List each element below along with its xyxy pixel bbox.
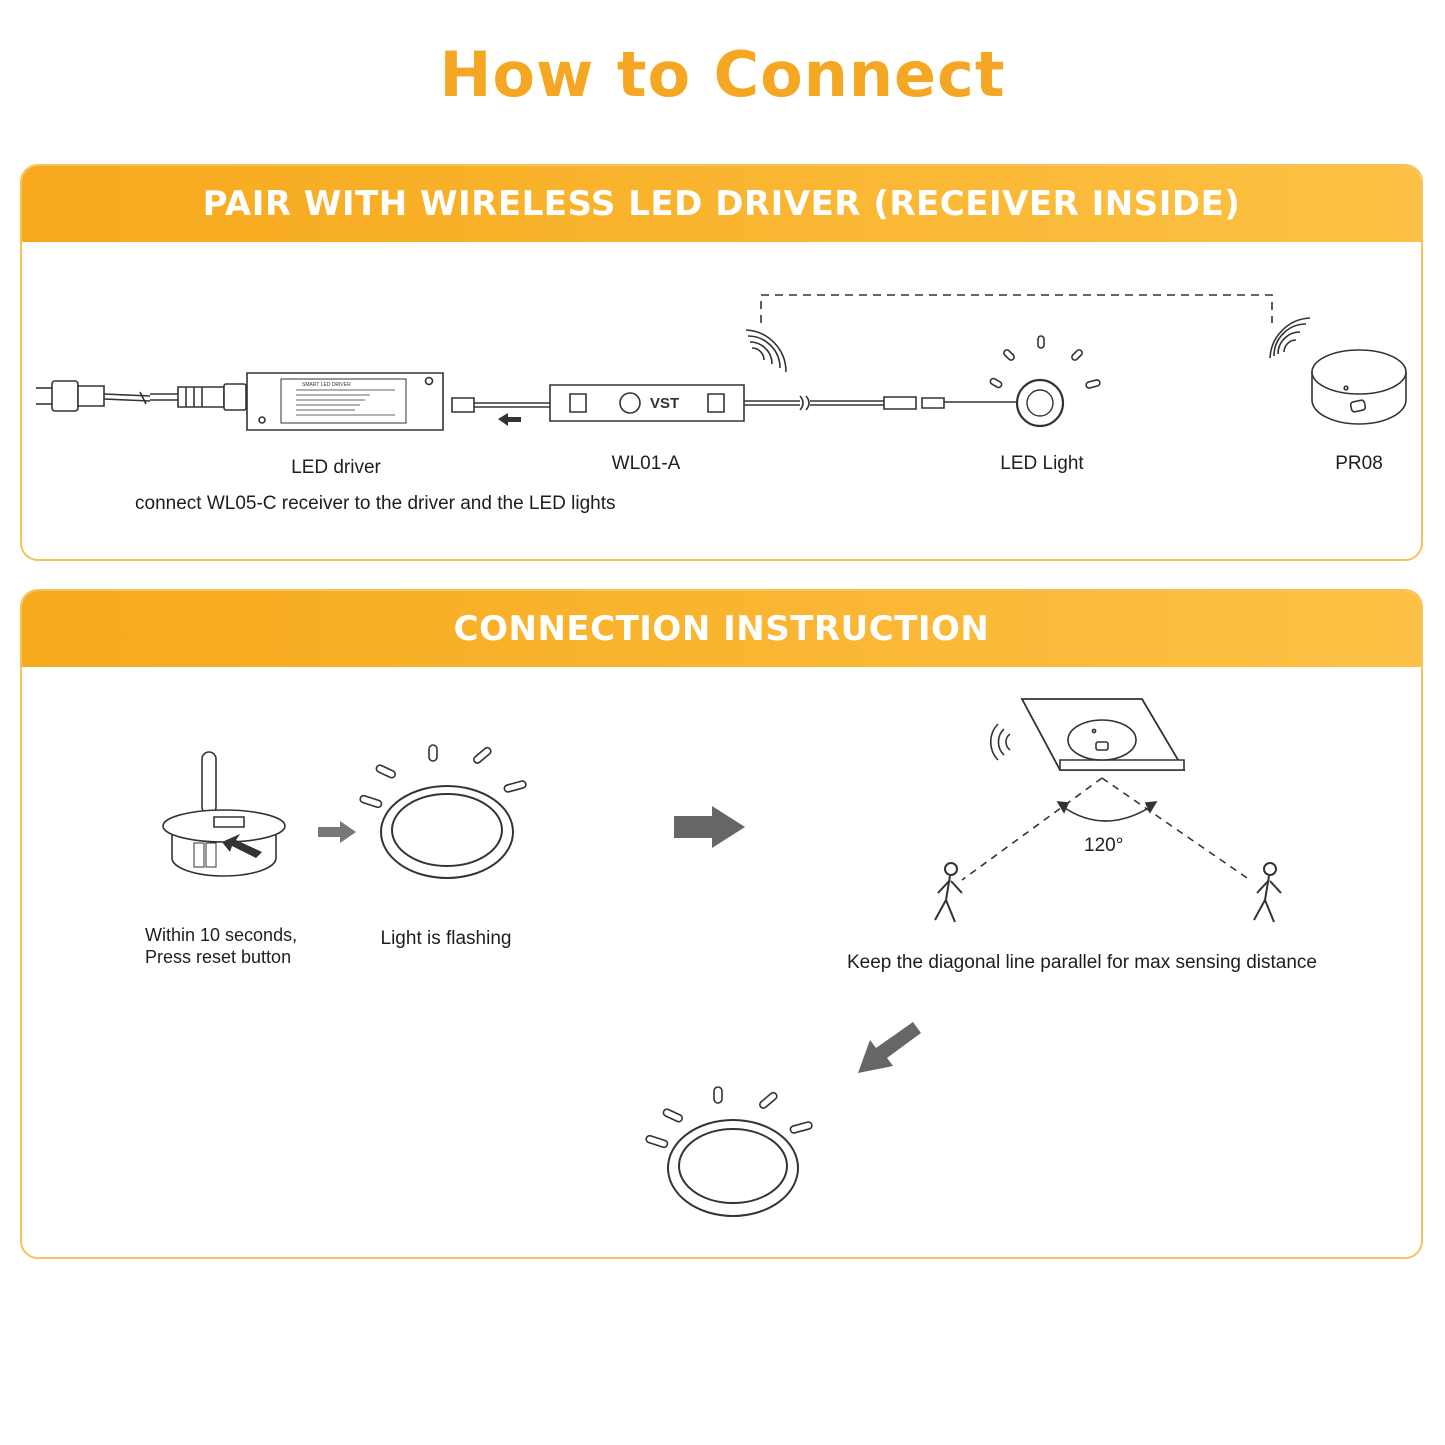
receiver-icon	[550, 385, 744, 421]
downlight-icon	[359, 745, 526, 878]
sensor-icon	[1312, 350, 1406, 424]
downlight-icon	[645, 1087, 812, 1216]
page-title: How to Connect	[439, 38, 1006, 111]
arrow-icon	[222, 834, 262, 858]
label-sensor: PR08	[1335, 453, 1383, 474]
step2-caption: Light is flashing	[380, 928, 512, 949]
pair-panel-header: PAIR WITH WIRELESS LED DRIVER (RECEIVER …	[22, 166, 1421, 242]
label-receiver: WL01-A	[611, 453, 681, 474]
receiver-puck-icon	[163, 810, 285, 876]
led-driver-icon	[247, 373, 443, 430]
led-light-icon	[989, 336, 1100, 426]
walking-person-icon	[935, 863, 962, 922]
wireless-signal-icon	[1270, 318, 1310, 358]
step1-caption: Within 10 seconds, Press reset button	[145, 925, 298, 967]
arrow-icon	[858, 1022, 921, 1073]
wireless-signal-icon	[991, 724, 1010, 760]
angle-label: 120°	[1084, 835, 1123, 856]
receiver-brand: VST	[650, 395, 679, 412]
walking-person-icon	[1254, 863, 1281, 922]
arrow-icon	[318, 821, 356, 843]
driver-plate-title: SMART LED DRIVER	[302, 382, 351, 388]
sensor-plate-icon	[1022, 699, 1184, 770]
wireless-signal-icon	[746, 330, 786, 372]
arrow-icon	[498, 413, 521, 426]
label-led-driver: LED driver	[291, 457, 381, 478]
power-plug-icon	[36, 381, 246, 411]
pair-panel: PAIR WITH WIRELESS LED DRIVER (RECEIVER …	[20, 164, 1423, 561]
arrow-icon	[674, 806, 745, 848]
instruction-panel-header: CONNECTION INSTRUCTION	[22, 591, 1421, 667]
wiring-caption: connect WL05-C receiver to the driver an…	[135, 493, 616, 514]
sensing-note: Keep the diagonal line parallel for max …	[846, 952, 1318, 973]
wiring-diagram: VST SMART LED DRIVER	[0, 0, 1445, 600]
label-led-light: LED Light	[1000, 453, 1084, 474]
